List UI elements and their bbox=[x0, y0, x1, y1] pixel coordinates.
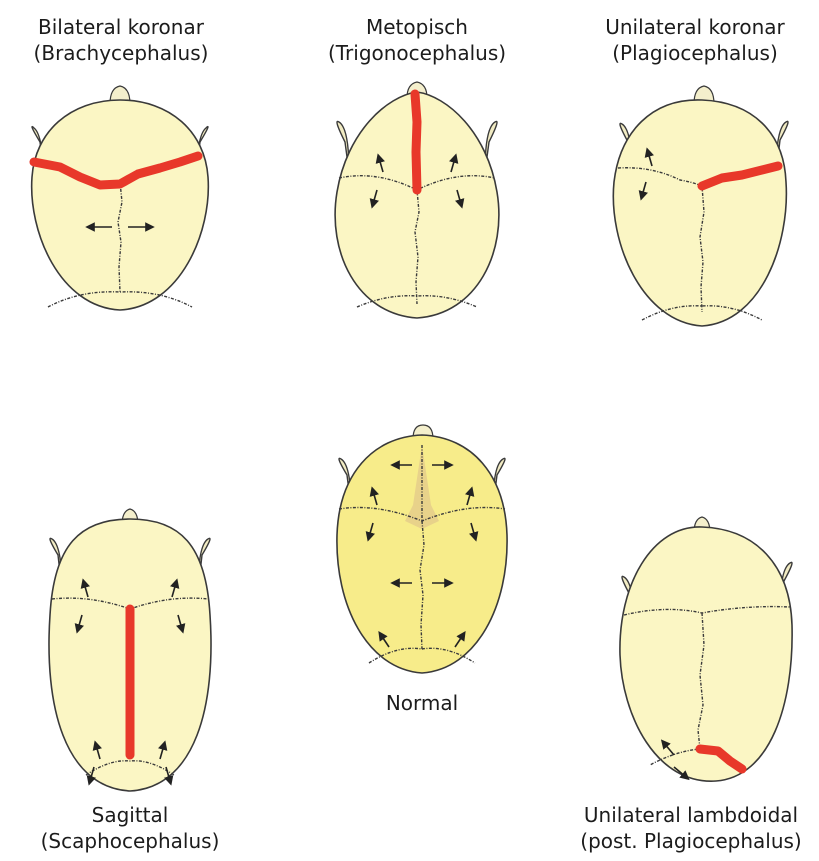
caption-normal: Normal bbox=[317, 690, 527, 716]
title-bilateral-coronal: Bilateral koronar bbox=[6, 14, 236, 40]
subtitle-unilateral-coronal: (Plagiocephalus) bbox=[580, 40, 810, 66]
title-sagittal: Sagittal bbox=[15, 802, 245, 828]
caption-unilateral-coronal: Unilateral koronar (Plagiocephalus) bbox=[580, 14, 810, 66]
subtitle-bilateral-coronal: (Brachycephalus) bbox=[6, 40, 236, 66]
subtitle-unilateral-lambdoid: (post. Plagiocephalus) bbox=[568, 828, 814, 854]
title-unilateral-coronal: Unilateral koronar bbox=[580, 14, 810, 40]
caption-unilateral-lambdoid: Unilateral lambdoidal (post. Plagiocepha… bbox=[568, 802, 814, 854]
skull-metopic bbox=[317, 82, 517, 332]
skull-unilateral-lambdoid bbox=[606, 515, 806, 790]
skull-bilateral-coronal bbox=[20, 82, 220, 322]
caption-metopic: Metopisch (Trigonocephalus) bbox=[302, 14, 532, 66]
skull-normal bbox=[317, 425, 527, 685]
skull-unilateral-coronal bbox=[602, 82, 802, 342]
subtitle-metopic: (Trigonocephalus) bbox=[302, 40, 532, 66]
skull-sagittal bbox=[30, 505, 230, 795]
title-normal: Normal bbox=[317, 690, 527, 716]
subtitle-sagittal: (Scaphocephalus) bbox=[15, 828, 245, 854]
title-unilateral-lambdoid: Unilateral lambdoidal bbox=[568, 802, 814, 828]
caption-bilateral-coronal: Bilateral koronar (Brachycephalus) bbox=[6, 14, 236, 66]
title-metopic: Metopisch bbox=[302, 14, 532, 40]
caption-sagittal: Sagittal (Scaphocephalus) bbox=[15, 802, 245, 854]
